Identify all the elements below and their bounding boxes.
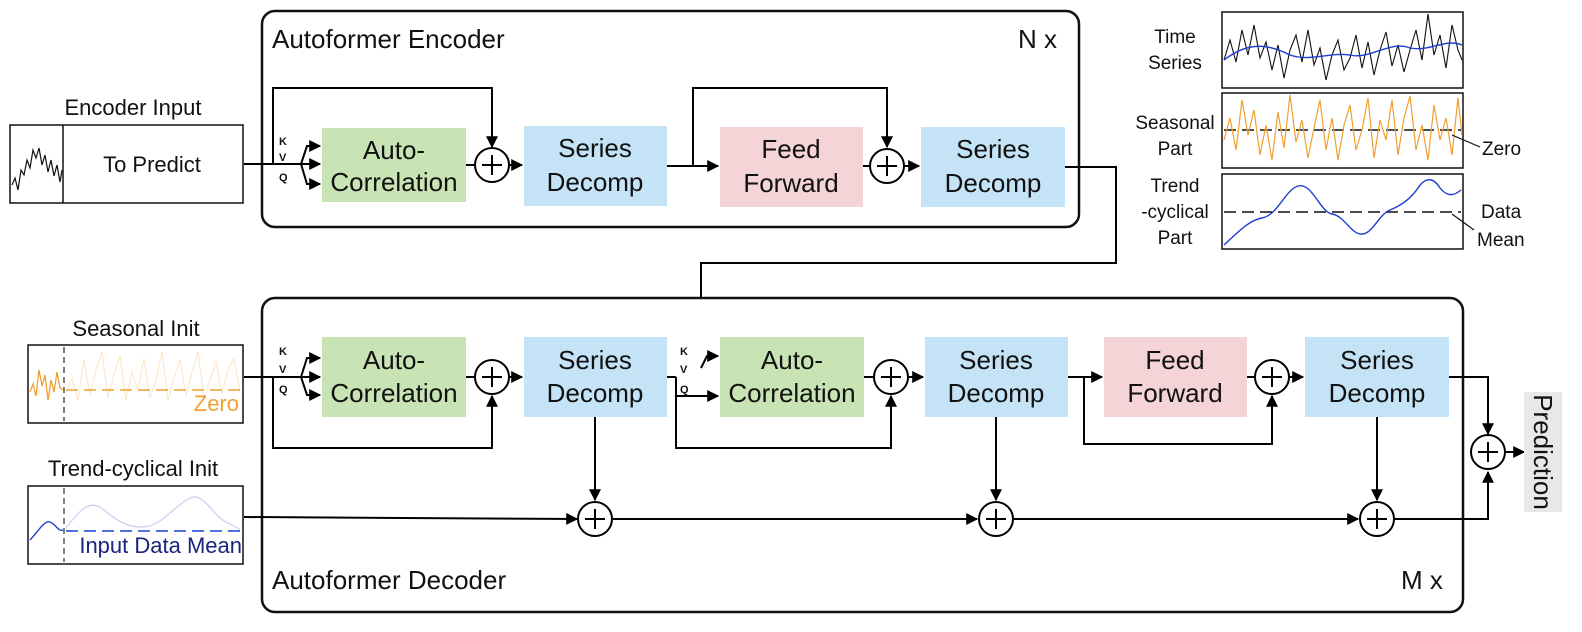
svg-text:Auto-: Auto- [761, 345, 823, 375]
svg-text:Forward: Forward [743, 168, 838, 198]
encoder-v-label: V [279, 152, 287, 164]
to-predict-label: To Predict [103, 152, 201, 177]
prediction-box [1524, 392, 1562, 512]
decoder-series-decomp-block-3: Series Decomp [1305, 337, 1449, 417]
legend-trend-part: Trend -cyclical Part [1141, 173, 1464, 250]
trend-init-series [29, 521, 64, 541]
trend-add-circle-2 [978, 501, 1014, 537]
encoder-add-circle-2 [869, 148, 905, 184]
decoder-cross-k-label: K [680, 346, 688, 358]
encoder-autocorrelation-block: Auto- Correlation [322, 128, 466, 202]
trend-init-title: Trend-cyclical Init [48, 456, 218, 481]
svg-text:Series: Series [1148, 53, 1202, 74]
svg-text:Series: Series [959, 345, 1033, 375]
prediction-add-circle [1470, 434, 1506, 470]
legend-seasonal-part: Seasonal Part [1135, 92, 1464, 169]
decoder-add-circle-1 [474, 359, 510, 395]
trend-add-circle-3 [1359, 501, 1395, 537]
encoder-feed-forward-block: Feed Forward [720, 127, 863, 207]
legend-annotations: Zero Data Mean [1451, 134, 1525, 251]
svg-text:Series: Series [558, 133, 632, 163]
svg-text:Series: Series [956, 134, 1030, 164]
encoder-k-label: K [279, 136, 287, 148]
decoder-self-q-label: Q [279, 384, 288, 396]
svg-text:Feed: Feed [1145, 345, 1204, 375]
svg-text:Data: Data [1481, 202, 1522, 223]
decoder-repeat: M x [1401, 565, 1443, 595]
decoder-self-k-label: K [279, 346, 287, 358]
decoder-self-autocorrelation-block: Auto- Correlation [322, 337, 466, 417]
encoder-series-decomp-block-1: Series Decomp [524, 126, 667, 206]
decoder-cross-autocorrelation-block: Auto- Correlation [720, 337, 864, 417]
decoder-cross-q-label: Q [680, 384, 689, 396]
prediction-label: Prediction [1528, 394, 1558, 510]
decoder-connections [243, 350, 1526, 525]
decoder-cross-v-label: V [680, 364, 688, 376]
seasonal-zero-label: Zero [194, 391, 239, 416]
svg-text:Trend: Trend [1151, 176, 1200, 197]
svg-text:Decomp: Decomp [547, 167, 644, 197]
svg-text:Correlation: Correlation [728, 378, 855, 408]
encoder-input-title: Encoder Input [65, 95, 202, 120]
svg-text:Correlation: Correlation [330, 167, 457, 197]
svg-text:Feed: Feed [761, 134, 820, 164]
encoder-input-series [11, 147, 63, 191]
seasonal-init-title: Seasonal Init [72, 316, 199, 341]
trend-add-circle-1 [577, 501, 613, 537]
svg-text:Part: Part [1158, 139, 1194, 160]
svg-text:Decomp: Decomp [945, 168, 1042, 198]
trend-mean-label: Input Data Mean [79, 533, 242, 558]
encoder-series-decomp-block-2: Series Decomp [921, 127, 1065, 207]
svg-text:Series: Series [1340, 345, 1414, 375]
svg-text:Decomp: Decomp [547, 378, 644, 408]
decoder-feed-forward-block: Feed Forward [1104, 337, 1247, 417]
seasonal-init-series [29, 369, 64, 401]
svg-text:Series: Series [558, 345, 632, 375]
encoder-input-box [9, 124, 244, 204]
svg-text:Time: Time [1154, 27, 1196, 48]
decoder-add-circle-2 [873, 359, 909, 395]
svg-text:Forward: Forward [1127, 378, 1222, 408]
encoder-add-circle-1 [474, 147, 510, 183]
encoder-q-label: Q [279, 172, 288, 184]
decoder-title: Autoformer Decoder [272, 565, 506, 595]
svg-text:Correlation: Correlation [330, 378, 457, 408]
svg-text:Seasonal: Seasonal [1135, 113, 1214, 134]
svg-text:-cyclical: -cyclical [1141, 202, 1209, 223]
svg-text:Decomp: Decomp [1329, 378, 1426, 408]
decoder-self-v-label: V [279, 364, 287, 376]
encoder-repeat: N x [1018, 24, 1057, 54]
svg-text:Auto-: Auto- [363, 345, 425, 375]
encoder-title: Autoformer Encoder [272, 24, 505, 54]
decoder-series-decomp-block-1: Series Decomp [524, 337, 667, 417]
decoder-series-decomp-block-2: Series Decomp [925, 337, 1068, 417]
svg-text:Part: Part [1158, 228, 1194, 249]
svg-text:Zero: Zero [1482, 139, 1521, 160]
legend-time-series: Time Series [1148, 11, 1464, 89]
svg-text:Mean: Mean [1477, 230, 1525, 251]
svg-text:Auto-: Auto- [363, 135, 425, 165]
decoder-add-circle-3 [1254, 359, 1290, 395]
svg-text:Decomp: Decomp [948, 378, 1045, 408]
